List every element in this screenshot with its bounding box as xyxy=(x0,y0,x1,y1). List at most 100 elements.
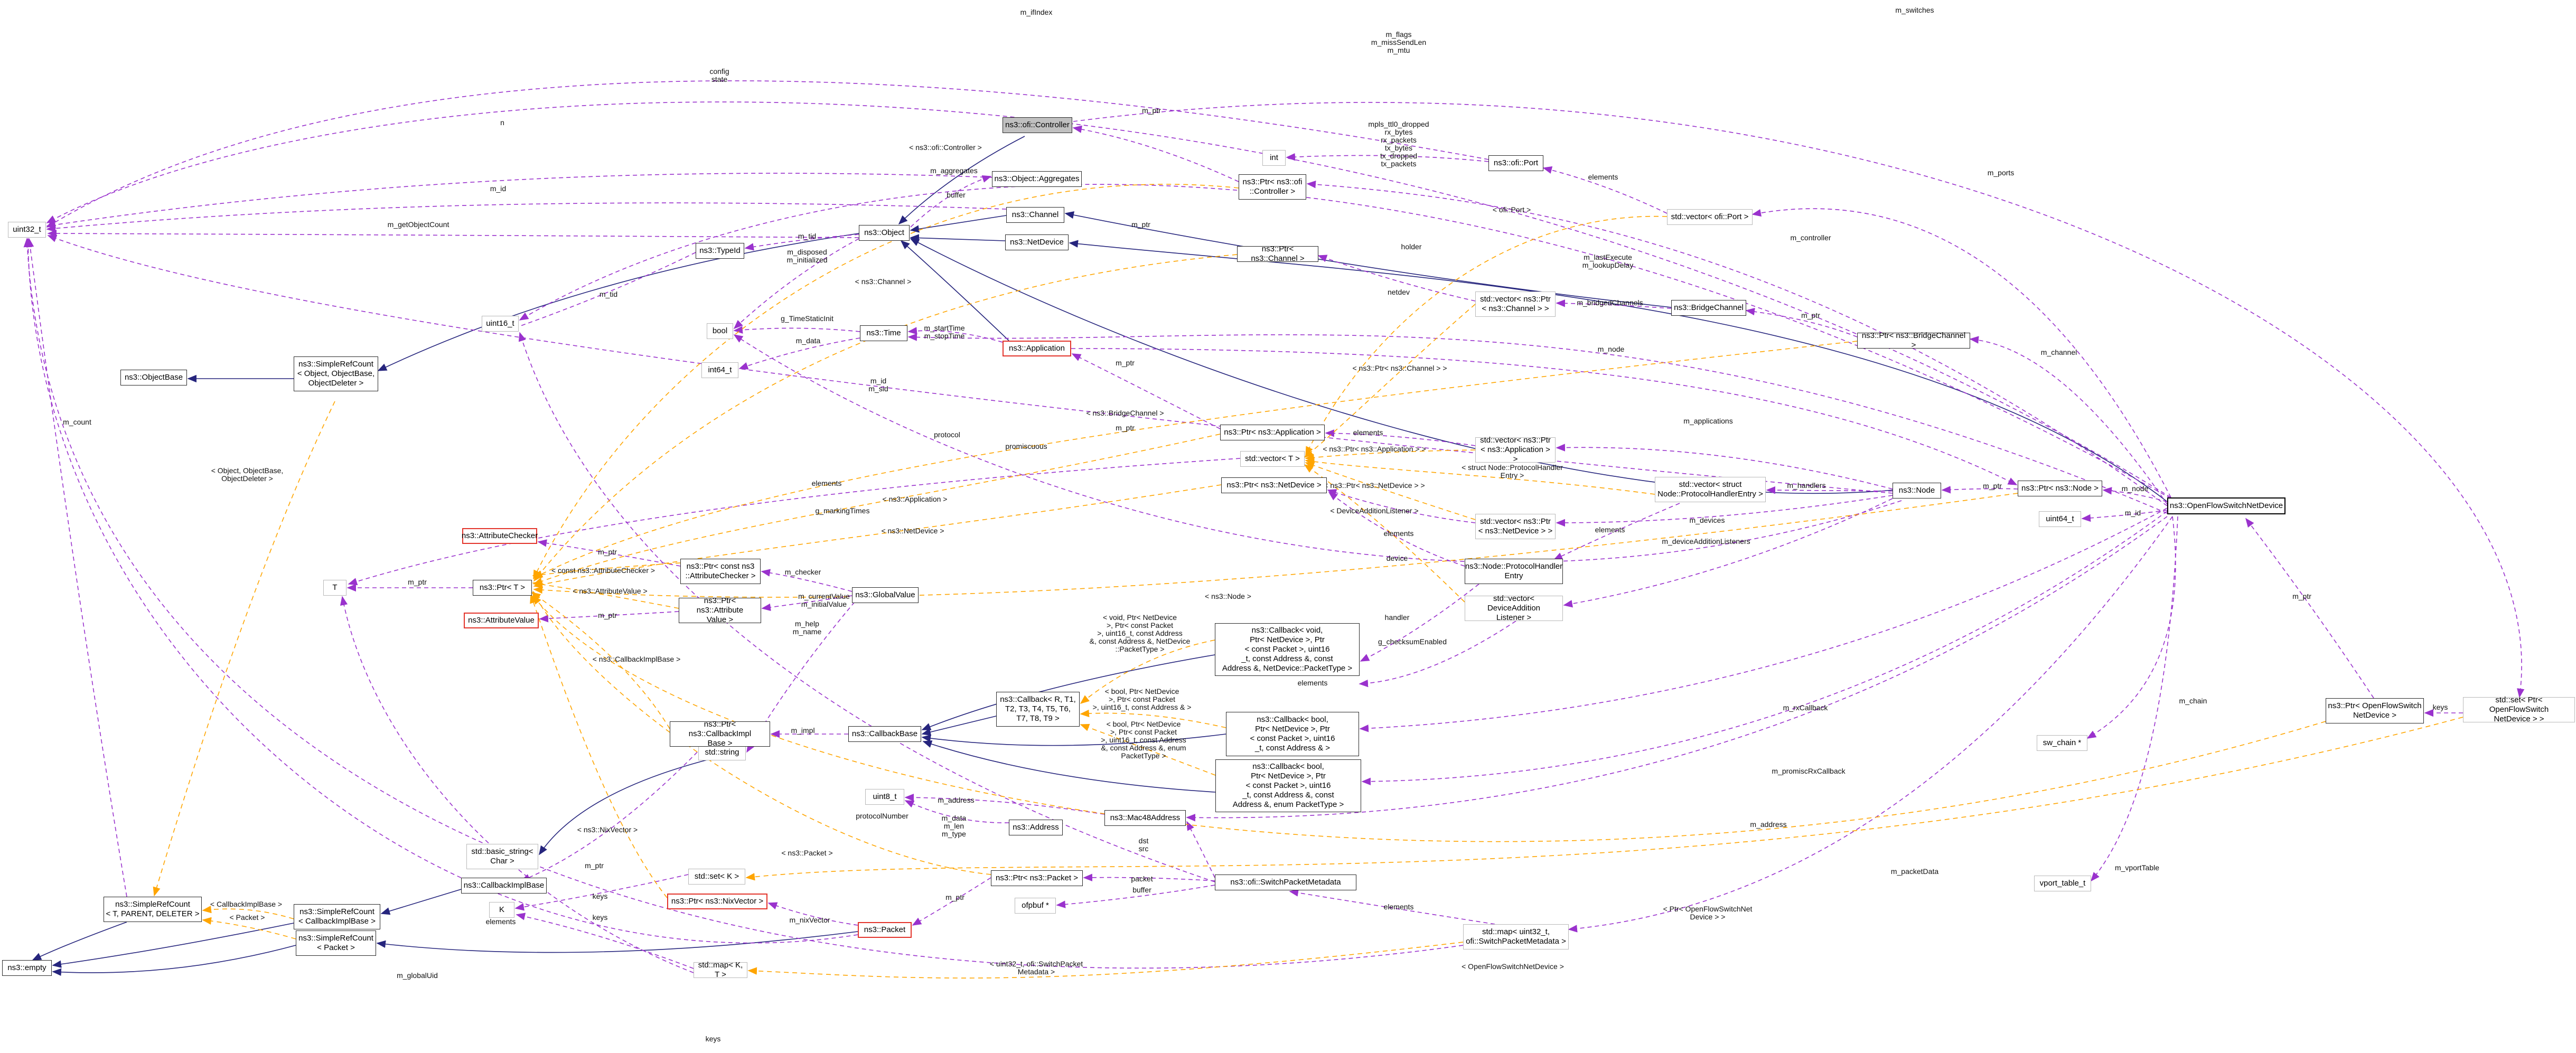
inheritance-edge xyxy=(910,215,1007,233)
node-uint32-t[interactable]: uint32_t xyxy=(8,222,46,238)
node-ns3-callbackimplbase[interactable]: ns3::CallbackImplBase xyxy=(461,878,547,894)
member-edge xyxy=(46,173,992,229)
node-ns3-callback-bool-ptr-netdevice-ptr-const-packet[interactable]: ns3::Callback< bool,Ptr< NetDevice >, Pt… xyxy=(1215,759,1361,812)
node-ns3-channel[interactable]: ns3::Channel xyxy=(1006,207,1064,223)
node-ns3-time[interactable]: ns3::Time xyxy=(860,325,907,341)
member-edge xyxy=(47,229,859,238)
node-std-vector-ns3-ptr-ns3-channel[interactable]: std::vector< ns3::Ptr< ns3::Channel > > xyxy=(1475,292,1556,317)
node-ns3-ptr-t[interactable]: ns3::Ptr< T > xyxy=(473,580,532,596)
node-ns3-packet[interactable]: ns3::Packet xyxy=(858,922,912,938)
node-label-line: ns3::Ptr< const ns3 xyxy=(686,562,755,571)
node-sw-chain[interactable]: sw_chain * xyxy=(2037,735,2087,751)
node-label-line: _t, const Address &, const xyxy=(1241,654,1333,663)
node-ns3-ptr-ns3-node[interactable]: ns3::Ptr< ns3::Node > xyxy=(2018,481,2102,496)
member-edge xyxy=(1325,429,1476,446)
node-int[interactable]: int xyxy=(1262,150,1286,166)
node-ns3-ofi-controller[interactable]: ns3::ofi::Controller xyxy=(1003,117,1072,133)
node-k[interactable]: K xyxy=(489,902,514,918)
node-uint64-t[interactable]: uint64_t xyxy=(2039,511,2081,527)
node-label-line: Value > xyxy=(706,615,734,624)
node-ns3-globalvalue[interactable]: ns3::GlobalValue xyxy=(852,587,919,603)
node-ns3-ptr-ns3-channel[interactable]: ns3::Ptr< ns3::Channel > xyxy=(1237,245,1318,263)
node-label-line: _t, const Address & > xyxy=(1254,744,1331,753)
node-label-line: std::set< K > xyxy=(694,872,739,881)
node-std-set-k[interactable]: std::set< K > xyxy=(688,869,745,885)
node-ofpbuf[interactable]: ofpbuf * xyxy=(1015,898,1056,914)
node-std-vector-ns3-ptr-ns3-application[interactable]: std::vector< ns3::Ptr< ns3::Application … xyxy=(1475,436,1556,464)
node-ns3-attributechecker[interactable]: ns3::AttributeChecker xyxy=(461,528,538,544)
node-ns3-objectbase[interactable]: ns3::ObjectBase xyxy=(120,370,187,386)
node-label-line: ns3::CallbackBase xyxy=(851,729,918,738)
node-std-basic-string-char[interactable]: std::basic_string<Char > xyxy=(466,844,538,869)
node-ns3-object-aggregates[interactable]: ns3::Object::Aggregates xyxy=(992,171,1082,187)
node-ns3-ptr-const-ns3-attributechecker[interactable]: ns3::Ptr< const ns3::AttributeChecker > xyxy=(680,559,761,584)
node-std-vector-t[interactable]: std::vector< T > xyxy=(1240,451,1305,467)
node-bool[interactable]: bool xyxy=(707,323,733,339)
node-vport-table-t[interactable]: vport_table_t xyxy=(2034,876,2091,891)
node-ns3-callback-r-t1-t2-t3-t4-t5-t6-t7-t8-t9[interactable]: ns3::Callback< R, T1,T2, T3, T4, T5, T6,… xyxy=(996,692,1080,727)
node-ns3-callback-bool-ptr-netdevice-ptr-const-packet[interactable]: ns3::Callback< bool,Ptr< NetDevice >, Pt… xyxy=(1226,712,1359,756)
node-label-line: ns3::Mac48Address xyxy=(1110,813,1181,822)
node-ns3-ptr-ns3-nixvector[interactable]: ns3::Ptr< ns3::NixVector > xyxy=(667,894,767,909)
node-uint8-t[interactable]: uint8_t xyxy=(865,789,904,805)
member-edge xyxy=(1071,353,1221,429)
member-edge xyxy=(1553,503,1680,560)
template-edge xyxy=(1304,464,1465,603)
node-ns3-ptr-ns3-application[interactable]: ns3::Ptr< ns3::Application > xyxy=(1220,425,1325,440)
node-label-line: ofi::SwitchPacketMetadata > xyxy=(1466,937,1566,946)
node-std-string[interactable]: std::string xyxy=(698,745,746,760)
template-edge xyxy=(1305,215,1668,456)
template-edge xyxy=(532,580,679,609)
node-ns3-bridgechannel[interactable]: ns3::BridgeChannel xyxy=(1671,300,1746,316)
node-ns3-simplerefcount-packet[interactable]: ns3::SimpleRefCount< Packet > xyxy=(296,930,376,956)
node-ns3-ptr-ns3-bridgechannel[interactable]: ns3::Ptr< ns3::BridgeChannel > xyxy=(1857,331,1970,350)
node-ns3-simplerefcount-callbackimplbase[interactable]: ns3::SimpleRefCount< CallbackImplBase > xyxy=(294,904,380,929)
node-ns3-openflowswitchnetdevice[interactable]: ns3::OpenFlowSwitchNetDevice xyxy=(2167,497,2285,514)
node-label-line: < Packet > xyxy=(317,943,355,952)
node-ns3-callback-void-ptr-netdevice-ptr-const-packet[interactable]: ns3::Callback< void,Ptr< NetDevice >, Pt… xyxy=(1215,623,1360,676)
node-label-line: ns3::SimpleRefCount xyxy=(298,360,373,369)
member-edge xyxy=(904,793,1105,815)
node-label-line: Entry xyxy=(1504,571,1523,580)
node-int64-t[interactable]: int64_t xyxy=(701,362,738,378)
node-ns3-ofi-switchpacketmetadata[interactable]: ns3::ofi::SwitchPacketMetadata xyxy=(1215,875,1356,890)
node-ns3-ofi-port[interactable]: ns3::ofi::Port xyxy=(1488,155,1543,171)
node-std-map-k-t[interactable]: std::map< K, T > xyxy=(694,961,747,979)
node-ns3-simplerefcount-t-parent-deleter[interactable]: ns3::SimpleRefCount< T, PARENT, DELETER … xyxy=(104,897,202,922)
node-label-line: ns3::Callback< void, xyxy=(1251,626,1323,635)
node-ns3-ptr-ns3-ofi-controller[interactable]: ns3::Ptr< ns3::ofi::Controller > xyxy=(1239,174,1306,200)
member-edge xyxy=(23,238,1464,969)
node-ns3-netdevice[interactable]: ns3::NetDevice xyxy=(1005,234,1069,250)
node-std-vector-ns3-ptr-ns3-netdevice[interactable]: std::vector< ns3::Ptr< ns3::NetDevice > … xyxy=(1475,514,1556,539)
node-ns3-empty[interactable]: ns3::empty xyxy=(2,960,52,976)
node-ns3-object[interactable]: ns3::Object xyxy=(859,225,910,241)
node-ns3-simplerefcount-object-objectbase-objectdelet[interactable]: ns3::SimpleRefCount< Object, ObjectBase,… xyxy=(294,356,378,391)
node-label-line: ns3::AttributeChecker xyxy=(461,531,538,540)
node-ns3-application[interactable]: ns3::Application xyxy=(1003,341,1071,356)
member-edge xyxy=(47,234,1893,494)
node-ns3-ptr-ns3-netdevice[interactable]: ns3::Ptr< ns3::NetDevice > xyxy=(1221,477,1327,493)
member-edge xyxy=(1286,153,1489,162)
node-std-map-uint32-t-ofi-switchpacketmetadata[interactable]: std::map< uint32_t,ofi::SwitchPacketMeta… xyxy=(1463,924,1569,949)
node-std-vector-ofi-port[interactable]: std::vector< ofi::Port > xyxy=(1667,209,1753,225)
node-ns3-typeid[interactable]: ns3::TypeId xyxy=(696,243,744,259)
node-ns3-callbackbase[interactable]: ns3::CallbackBase xyxy=(848,726,921,742)
node-label-line: ns3::Ptr< ns3::Channel > xyxy=(1251,245,1305,263)
node-ns3-mac48address[interactable]: ns3::Mac48Address xyxy=(1104,810,1186,826)
node-ns3-node[interactable]: ns3::Node xyxy=(1893,483,1941,499)
node-uint16-t[interactable]: uint16_t xyxy=(482,316,519,332)
node-ns3-address[interactable]: ns3::Address xyxy=(1009,820,1063,835)
member-edge xyxy=(1568,516,2173,933)
node-label-line: ns3::empty xyxy=(7,963,46,972)
node-ns3-attributevalue[interactable]: ns3::AttributeValue xyxy=(464,613,539,628)
node-t[interactable]: T xyxy=(323,580,346,596)
node-label-line: ns3::Ptr< ns3::Application > xyxy=(1224,428,1321,437)
node-ns3-ptr-ns3-packet[interactable]: ns3::Ptr< ns3::Packet > xyxy=(991,870,1083,886)
